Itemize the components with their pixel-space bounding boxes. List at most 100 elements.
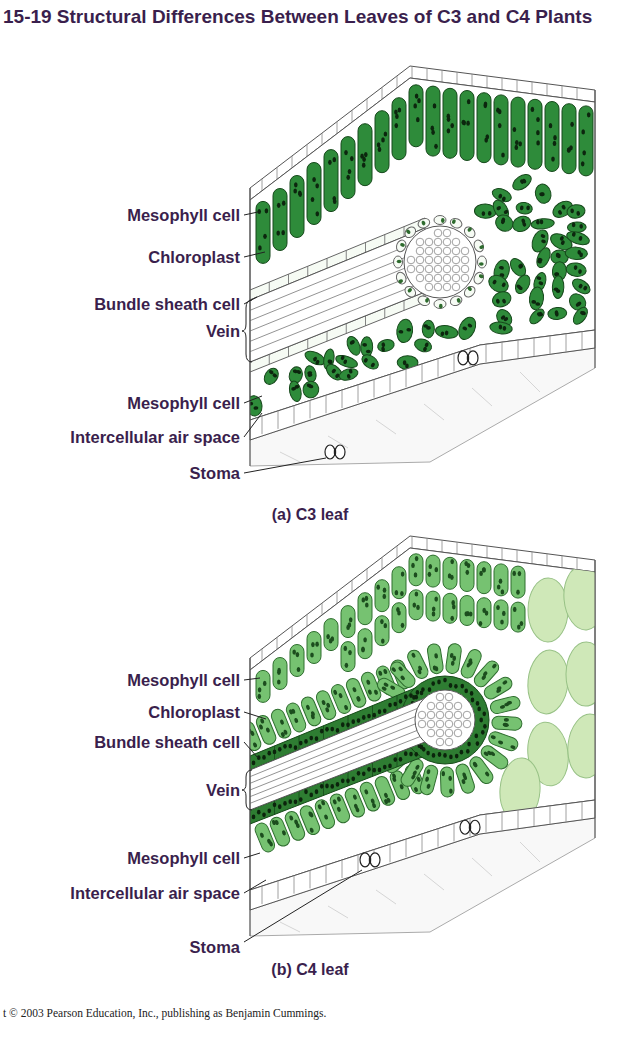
cell	[324, 619, 338, 651]
chloroplast	[294, 717, 299, 723]
chloroplast	[348, 169, 352, 174]
chloroplast	[572, 222, 576, 227]
cell-wall	[273, 189, 287, 251]
chloroplast	[361, 647, 365, 652]
epidermis-cell-wall	[342, 860, 343, 878]
cell-wall	[493, 212, 516, 235]
chloroplast	[478, 274, 484, 279]
epidermis-cell-wall	[326, 395, 327, 413]
vessel	[452, 274, 460, 282]
chloroplast	[320, 784, 324, 789]
cell-wall	[435, 324, 459, 340]
vessel	[407, 256, 415, 264]
cell	[534, 183, 553, 205]
cell	[269, 707, 292, 740]
chloroplast	[372, 768, 376, 773]
cell	[460, 91, 474, 161]
cell	[392, 567, 406, 599]
chloroplast	[456, 298, 461, 304]
cell-wall	[358, 593, 372, 625]
epidermis-cell-wall	[534, 338, 535, 356]
chloroplast	[283, 801, 287, 806]
cell-wall	[477, 93, 491, 163]
vessel	[443, 256, 451, 264]
chloroplast	[395, 114, 399, 119]
leader-line	[244, 252, 265, 257]
chloroplast	[348, 650, 352, 655]
cell	[472, 271, 485, 286]
leaf-drawings	[239, 66, 611, 936]
epidermis-cell-wall	[486, 814, 487, 832]
vessel-line	[250, 720, 425, 790]
epidermis-cell-wall	[487, 76, 488, 88]
panel-caption: (b) C4 leaf	[160, 959, 460, 981]
cell-wall	[376, 338, 395, 353]
chloroplast	[280, 731, 285, 737]
epidermis-cell-wall	[486, 344, 487, 362]
cell	[494, 600, 508, 630]
chloroplast	[362, 163, 366, 168]
part-label: Bundle sheath cell	[94, 293, 240, 315]
chloroplast	[441, 218, 445, 223]
epidermis-cell-wall	[550, 336, 551, 354]
cell	[477, 598, 491, 628]
chloroplast	[296, 652, 300, 657]
epidermis-cell-wall	[566, 334, 567, 352]
part-label: Mesophyll cell	[127, 669, 240, 691]
chloroplast	[367, 689, 372, 695]
chloroplast	[330, 784, 334, 789]
cell-wall	[427, 643, 445, 675]
epidermis-cell-wall	[337, 592, 338, 604]
cell-division	[404, 300, 405, 310]
guard-cell	[370, 853, 380, 867]
chloroplast	[328, 160, 332, 165]
chloroplast	[401, 623, 405, 628]
epidermis-cell-wall	[390, 374, 391, 392]
cell	[528, 578, 568, 642]
stoma-pore	[334, 448, 336, 456]
chloroplast	[252, 761, 256, 766]
leader-line	[244, 413, 262, 437]
epidermis-cell-wall	[294, 406, 295, 424]
chloroplast	[570, 122, 574, 127]
chloroplast	[398, 666, 404, 672]
cell	[373, 775, 396, 808]
chloroplast	[537, 259, 543, 264]
chloroplast	[304, 789, 308, 794]
stoma-pore	[369, 856, 371, 864]
chloroplast	[483, 711, 487, 716]
chloroplast	[272, 373, 278, 379]
cell-wall	[403, 284, 418, 299]
chloroplast	[401, 572, 405, 577]
cell-wall	[510, 214, 533, 235]
chloroplast	[438, 752, 442, 757]
chloroplast	[432, 665, 436, 671]
chloroplast	[332, 799, 337, 805]
cell-wall	[489, 321, 513, 335]
guard-cell	[335, 445, 345, 459]
underside-cell-wall	[520, 372, 540, 392]
chloroplast	[467, 99, 471, 104]
chloroplast	[467, 227, 473, 233]
chloroplast	[449, 755, 453, 760]
vessel	[461, 274, 469, 282]
chloroplast	[311, 642, 315, 647]
cell	[413, 337, 434, 355]
cell-wall	[455, 314, 479, 342]
chloroplast	[587, 112, 591, 117]
chloroplast	[378, 768, 382, 773]
chloroplast	[373, 689, 378, 695]
cell-wall	[341, 606, 355, 638]
cell-wall	[534, 183, 553, 205]
chloroplast	[501, 298, 506, 304]
chloroplast	[467, 323, 473, 328]
cell	[460, 596, 474, 626]
cell-wall	[341, 642, 355, 672]
cell-wall	[426, 591, 440, 621]
cell-wall	[373, 775, 396, 808]
leader-line	[244, 712, 266, 719]
chloroplast	[498, 740, 504, 745]
chloroplast	[400, 242, 406, 247]
cell-wall	[413, 337, 434, 355]
vessel	[454, 702, 462, 710]
